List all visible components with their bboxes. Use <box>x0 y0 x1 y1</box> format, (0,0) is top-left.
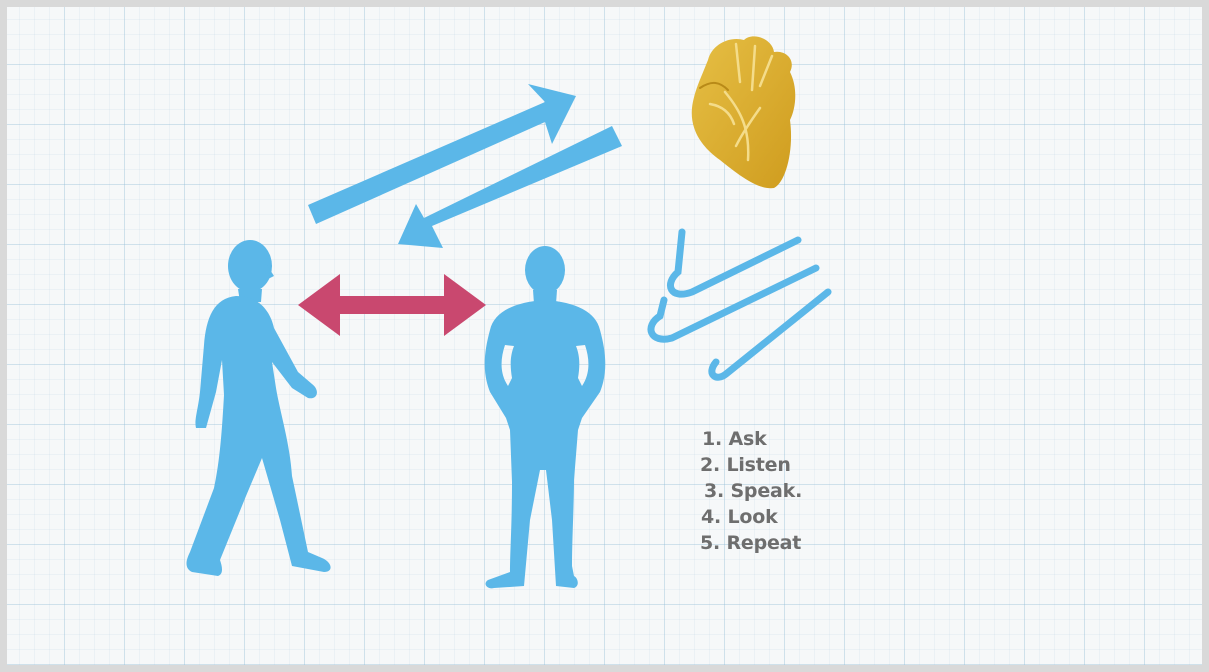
step-speak: 3. Speak. <box>704 478 802 504</box>
heart-icon <box>692 36 796 188</box>
standing-person-icon <box>485 246 606 588</box>
steps-list: 1. Ask 2. Listen 3. Speak. 4. Look 5. Re… <box>702 426 802 556</box>
step-repeat: 5. Repeat <box>700 530 802 556</box>
walking-person-icon <box>187 240 331 576</box>
step-look: 4. Look <box>701 504 802 530</box>
arrow-left-down-icon <box>398 126 622 248</box>
double-arrow-icon <box>298 274 486 336</box>
step-ask: 1. Ask <box>702 426 802 452</box>
wind-icon <box>651 232 828 377</box>
step-listen: 2. Listen <box>700 452 802 478</box>
arrow-right-up-icon <box>308 84 576 224</box>
